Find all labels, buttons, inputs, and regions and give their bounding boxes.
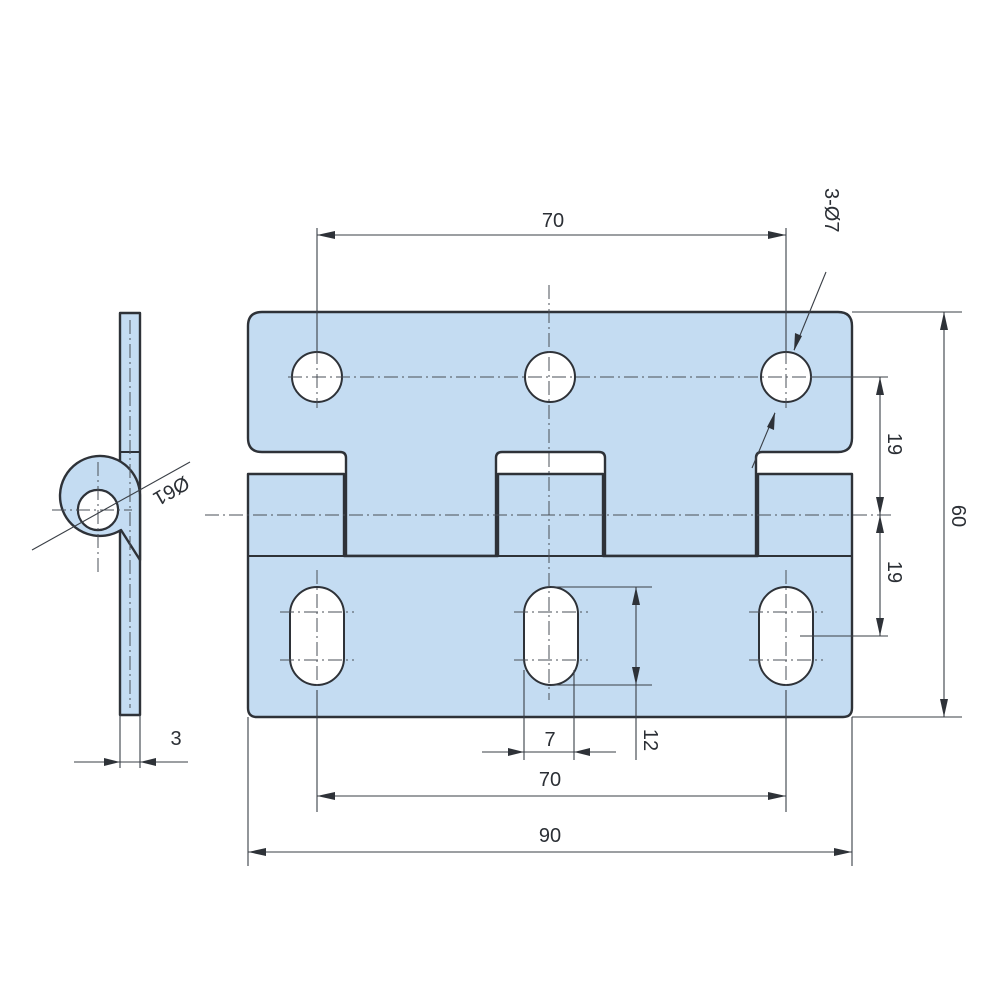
overall-height-arrow-top [940, 312, 948, 330]
upper-19-label: 19 [883, 433, 905, 455]
knuckle-diameter-label: Ø61 [149, 471, 193, 509]
dimensions: 70 3-Ø7 60 19 19 12 [247, 188, 969, 866]
slot-width-arrow-left [508, 748, 524, 756]
lower-19-label: 19 [883, 561, 905, 583]
thickness-label: 3 [170, 728, 181, 750]
knuckle-diameter-leader [31, 461, 191, 551]
slot-length-arrow-top [632, 587, 640, 605]
lower-19-arrow-top [876, 515, 884, 533]
upper-leaf [246, 310, 854, 558]
slot-length-arrow-bottom [632, 667, 640, 685]
slot-center [523, 586, 579, 686]
upper-19-arrow-top [876, 377, 884, 395]
slot-width-label: 7 [544, 729, 555, 751]
bottom-spacing-arrow-left [317, 792, 335, 800]
front-view [205, 285, 895, 719]
mounting-hole-center [524, 351, 576, 403]
thickness-arrow-right [140, 758, 156, 766]
overall-height-arrow-bottom [940, 699, 948, 717]
overall-height-label: 60 [947, 505, 969, 527]
overall-width-arrow-left [248, 848, 266, 856]
top-spacing-label: 70 [542, 210, 564, 232]
bottom-spacing-arrow-right [768, 792, 786, 800]
lower-19-arrow-bottom [876, 618, 884, 636]
bottom-spacing-label: 70 [539, 769, 561, 791]
thickness-arrow-left [104, 758, 120, 766]
hole-callout-label: 3-Ø7 [820, 188, 842, 232]
side-view: Ø61 3 [31, 311, 193, 768]
overall-width-arrow-right [834, 848, 852, 856]
slot-length-label: 12 [639, 729, 661, 751]
top-spacing-arrow-right [768, 231, 786, 239]
hole-callout-arrow-bottom [767, 412, 775, 430]
hole-callout-arrow-top [794, 333, 802, 351]
top-spacing-arrow-left [317, 231, 335, 239]
overall-width-label: 90 [539, 825, 561, 847]
upper-19-arrow-bottom [876, 497, 884, 515]
slot-width-arrow-right [574, 748, 590, 756]
